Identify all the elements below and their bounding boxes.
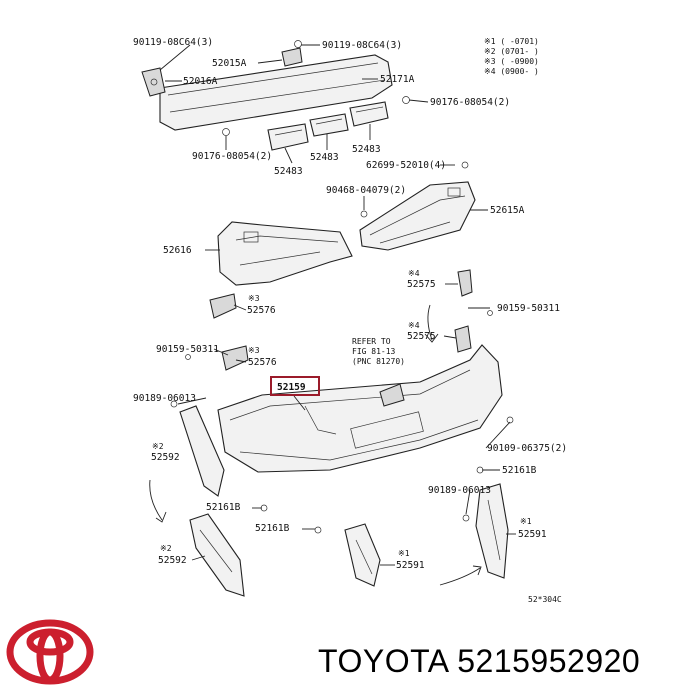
legend-line-1: ※1 ( -0701)	[484, 37, 539, 46]
label-52483-c: 52483	[352, 144, 381, 155]
variant-legend: ※1 ( -0701) ※2 (0701- ) ※3 ( -0900) ※4 (…	[484, 37, 539, 76]
marker: ※1	[520, 517, 532, 526]
clips	[185, 269, 493, 371]
label-90176-08054-left: 90176-08054(2)	[192, 151, 272, 162]
label-52016A: 52016A	[183, 76, 218, 87]
label-52575-upper: 52575	[407, 279, 436, 290]
label-52159: 52159	[277, 382, 306, 393]
label-52592-lower: 52592	[158, 555, 187, 566]
highlight-box	[270, 376, 320, 396]
marker: ※3	[248, 346, 260, 355]
label-52161B-right: 52161B	[502, 465, 537, 476]
exploded-parts-diagram: 90119-08C64(3) 90119-08C64(3) 52015A 520…	[133, 37, 567, 604]
legend-line-2: ※2 (0701- )	[484, 47, 539, 56]
assembly-arrows	[149, 304, 482, 586]
label-52171A: 52171A	[380, 74, 415, 85]
refer-line-3: (PNC 81270)	[352, 357, 405, 366]
label-90119-08C64-right: 90119-08C64(3)	[322, 40, 402, 51]
label-52592-upper: 52592	[151, 452, 180, 463]
legend-line-4: ※4 (0900- )	[484, 67, 539, 76]
toyota-logo-icon	[6, 619, 94, 685]
label-52575-lower: 52575	[407, 331, 436, 342]
label-62699-52010: 62699-52010(4)	[366, 160, 446, 171]
label-90176-08054-right: 90176-08054(2)	[430, 97, 510, 108]
marker: ※3	[248, 294, 260, 303]
label-52576-lower: 52576	[248, 357, 277, 368]
label-52161B-mid: 52161B	[206, 502, 241, 513]
part-number: 5215952920	[457, 643, 641, 679]
label-52591-right: 52591	[518, 529, 547, 540]
side-brackets	[179, 405, 509, 597]
refer-line-1: REFER TO	[352, 337, 391, 346]
retainer-52615A	[359, 181, 476, 251]
legend-line-3: ※3 ( -0900)	[484, 57, 539, 66]
bumper-reinforcement-52171A	[141, 47, 393, 131]
label-52591-center: 52591	[396, 560, 425, 571]
label-52483-b: 52483	[274, 166, 303, 177]
refer-note: REFER TO FIG 81-13 (PNC 81270)	[352, 337, 405, 366]
leader-lines	[159, 44, 516, 566]
marker: ※4	[408, 321, 420, 330]
brand-name: TOYOTA	[318, 643, 448, 679]
marker: ※1	[398, 549, 410, 558]
figure-code: 52*304C	[528, 595, 562, 604]
label-52483-a: 52483	[310, 152, 339, 163]
label-52615A: 52615A	[490, 205, 525, 216]
fasteners	[170, 40, 514, 534]
label-90189-06013-right: 90189-06013	[428, 485, 491, 496]
refer-line-2: FIG 81-13	[352, 347, 396, 356]
brand-caption: TOYOTA 5215952920	[318, 643, 640, 680]
label-90189-06013-left: 90189-06013	[133, 393, 196, 404]
label-52616: 52616	[163, 245, 192, 256]
absorber-52483	[267, 101, 389, 151]
label-52576-upper: 52576	[247, 305, 276, 316]
part-labels: 90119-08C64(3) 90119-08C64(3) 52015A 520…	[133, 37, 567, 571]
marker: ※4	[408, 269, 420, 278]
marker: ※2	[152, 442, 164, 451]
label-90119-08C64-left: 90119-08C64(3)	[133, 37, 213, 48]
label-90109-06375: 90109-06375(2)	[487, 443, 567, 454]
bumper-cover-52159	[217, 344, 503, 473]
label-52015A: 52015A	[212, 58, 247, 69]
note-markers: ※4 ※3 ※4 ※3 ※2 ※2 ※1 ※1	[152, 269, 532, 558]
label-90159-50311-left: 90159-50311	[156, 344, 219, 355]
retainer-52616	[217, 221, 353, 286]
label-90159-50311-right: 90159-50311	[497, 303, 560, 314]
label-52161B-low: 52161B	[255, 523, 290, 534]
marker: ※2	[160, 544, 172, 553]
label-90468-04079: 90468-04079(2)	[326, 185, 406, 196]
